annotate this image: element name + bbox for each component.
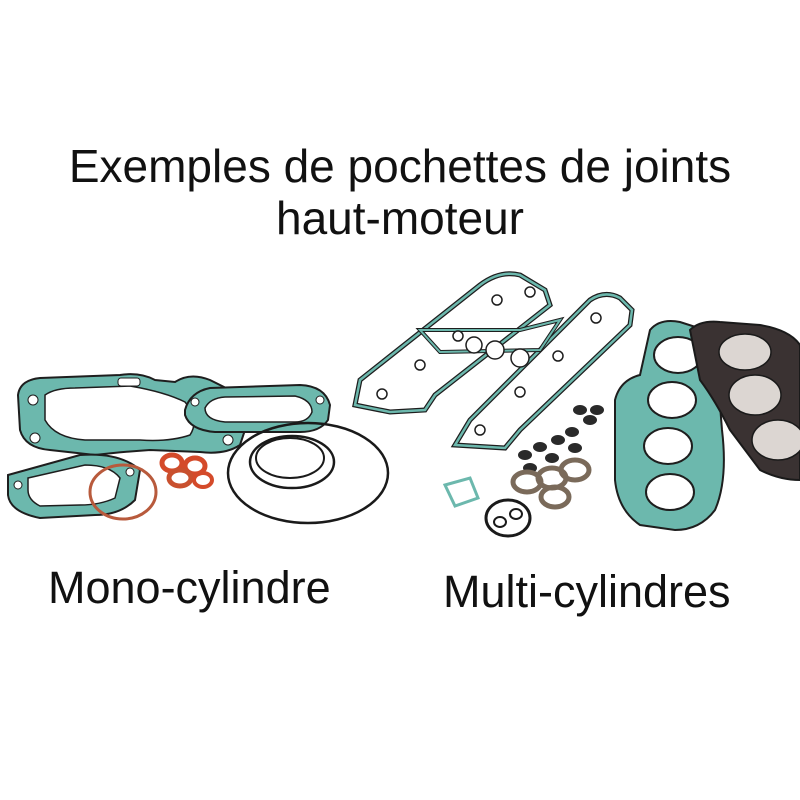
mono-cylinder-gasket-set (7, 373, 390, 525)
small-gasket (442, 476, 480, 508)
head-gasket-multi (614, 320, 725, 532)
caption-multi-cylinder: Multi-cylindres (443, 566, 731, 617)
heading-line-1: Exemples de pochettes de joints (68, 140, 732, 192)
cylinder-bores (643, 336, 703, 511)
copper-ring (88, 463, 158, 521)
caption-mono-cylinder: Mono-cylindre (48, 562, 331, 613)
heading-line-2: haut-moteur (275, 192, 524, 244)
valve-seals (518, 405, 604, 473)
intake-rings (510, 457, 592, 510)
multi-cylinder-gasket-set (352, 271, 800, 538)
small-seals (159, 452, 214, 489)
o-rings (226, 421, 390, 525)
